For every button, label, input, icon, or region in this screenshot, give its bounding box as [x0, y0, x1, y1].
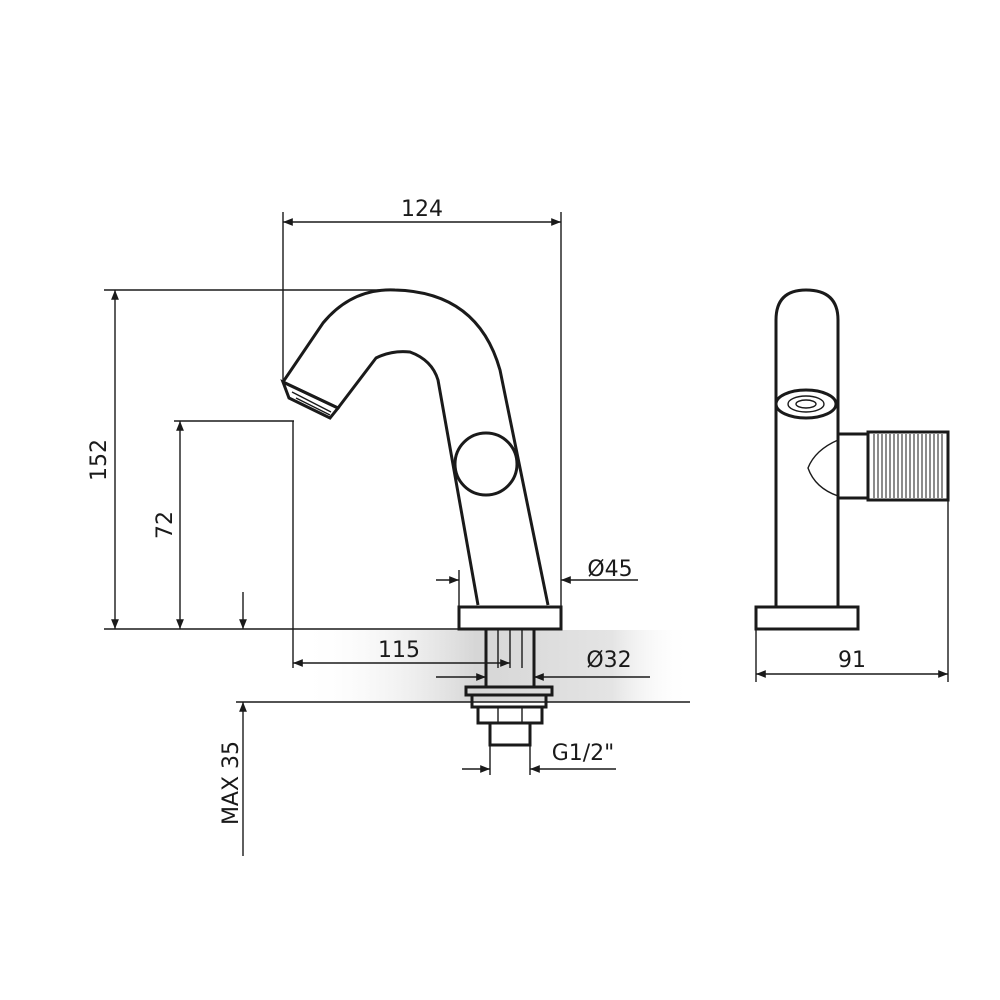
dim-thread: G1/2" [462, 741, 616, 775]
dim-side-depth-91: 91 [755, 500, 949, 682]
label-thread: G1/2" [552, 741, 615, 766]
handle-knob [453, 431, 519, 497]
label-width-total: 124 [401, 197, 443, 222]
label-base-diameter: Ø45 [587, 557, 632, 582]
label-spout-reach: 115 [378, 638, 420, 663]
dim-height-152: 152 [87, 289, 459, 630]
base-plate [457, 605, 563, 631]
dim-spout-height-72: 72 [153, 420, 294, 629]
dim-shank-diameter: Ø32 [436, 648, 650, 681]
knurled-handle [866, 430, 950, 502]
aerator [280, 379, 341, 420]
faucet-front-view [280, 288, 563, 747]
faucet-side-view [754, 288, 950, 631]
label-shank-diameter: Ø32 [586, 648, 631, 673]
dim-max-counter: MAX 35 [219, 592, 690, 856]
label-max-counter: MAX 35 [219, 741, 244, 825]
dim-base-diameter: Ø45 [436, 557, 638, 607]
label-side-depth: 91 [838, 648, 866, 673]
dim-reach-115: 115 [292, 421, 511, 668]
label-spout-height: 72 [153, 511, 178, 539]
label-height-total: 152 [87, 439, 112, 481]
dim-width-124: 124 [282, 197, 562, 607]
